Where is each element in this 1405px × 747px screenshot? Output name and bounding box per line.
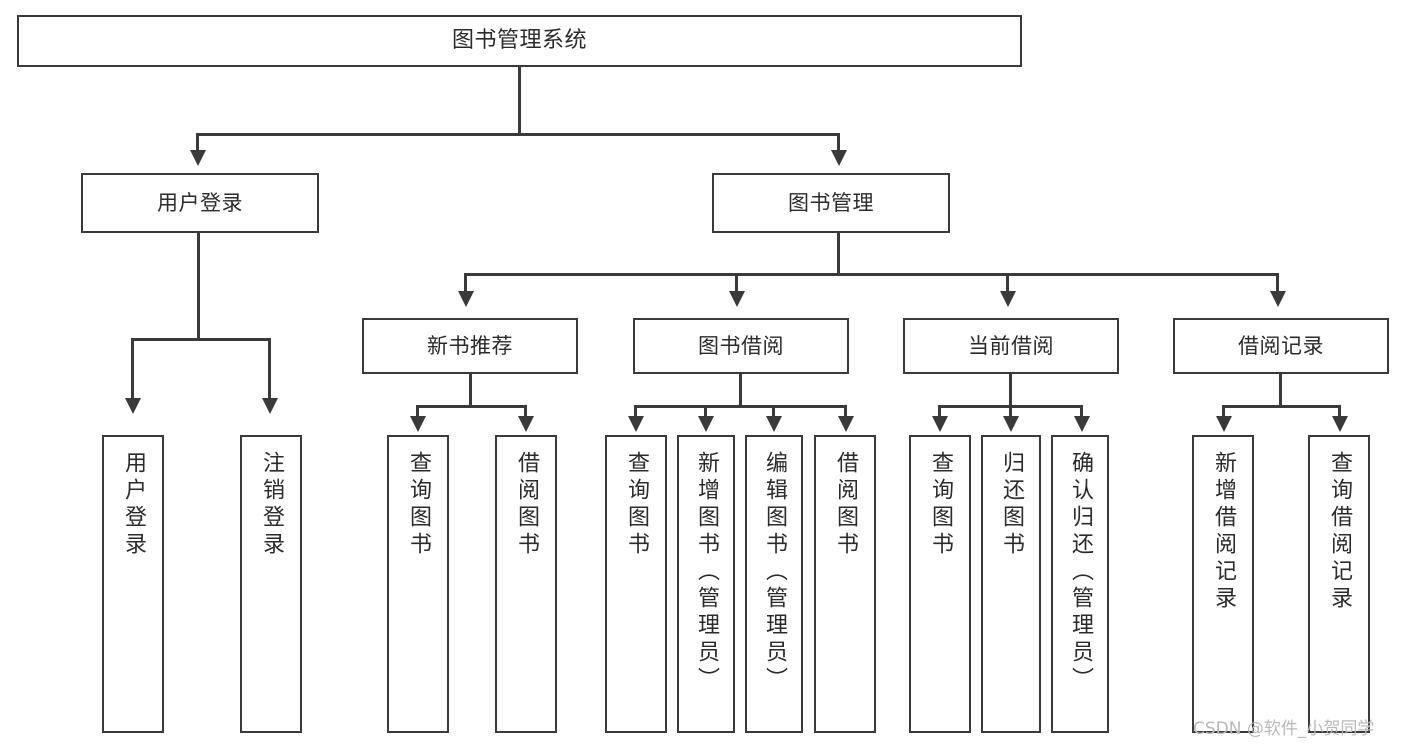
node-book-borrow[interactable]: 图书借阅 [633,318,849,374]
connector-bookmgmt-child-4 [1276,273,1279,294]
arrow-bookmgmt-child-2 [729,291,745,307]
connector-root-bus [196,133,840,136]
node-label: 确认归还（管理员） [1068,451,1093,694]
node-label: 新增借阅记录 [1211,451,1236,613]
leaf-borrowrecord-add-record[interactable]: 新增借阅记录 [1192,435,1254,733]
connector-userlogin-stem [197,232,200,340]
arrow-userlogin-child-1 [125,398,141,414]
node-label: 新增图书（管理员） [694,451,719,694]
connector-currentborrow-child-1 [938,405,941,419]
leaf-newbook-borrow-book[interactable]: 借阅图书 [495,435,557,733]
connector-userlogin-child-1 [131,338,134,400]
leaf-currentborrow-confirm-return-admin[interactable]: 确认归还（管理员） [1051,435,1109,733]
connector-bookborrow-stem [739,373,742,408]
connector-borrowrecord-bus [1222,405,1341,408]
arrow-borrowrecord-child-2 [1332,416,1348,432]
arrow-bookmgmt-child-3 [1000,291,1016,307]
connector-currentborrow-child-3 [1080,405,1083,419]
arrow-root-to-user-login [190,150,206,166]
leaf-currentborrow-query-book[interactable]: 查询图书 [909,435,971,733]
connector-currentborrow-stem [1009,373,1012,408]
node-label: 用户登录 [157,190,243,215]
leaf-user-login-signout[interactable]: 注销登录 [240,435,302,733]
node-borrow-record[interactable]: 借阅记录 [1173,318,1389,374]
node-label: 借阅图书 [514,451,539,559]
arrow-bookborrow-child-1 [628,416,644,432]
node-new-book-recommend[interactable]: 新书推荐 [362,318,578,374]
arrow-bookborrow-child-3 [766,416,782,432]
leaf-bookborrow-query-book[interactable]: 查询图书 [605,435,667,733]
arrow-newbook-child-2 [518,416,534,432]
node-current-borrow[interactable]: 当前借阅 [903,318,1119,374]
node-label: 图书借阅 [698,333,784,358]
node-user-login[interactable]: 用户登录 [81,173,319,233]
node-label: 编辑图书（管理员） [762,451,787,694]
node-label: 查询图书 [406,451,431,559]
arrow-root-to-book-mgmt [831,150,847,166]
node-book-management-system[interactable]: 图书管理系统 [17,15,1022,67]
connector-bookmgmt-child-3 [1006,273,1009,294]
arrow-bookborrow-child-4 [838,416,854,432]
arrow-newbook-child-1 [410,416,426,432]
node-label: 查询图书 [928,451,953,559]
node-label: 借阅图书 [833,451,858,559]
connector-bookborrow-child-1 [634,405,637,419]
connector-newbook-child-2 [524,405,527,419]
csdn-watermark: CSDN @软件_小贺同学 [1193,719,1375,739]
connector-newbook-bus [416,405,527,408]
connector-userlogin-bus [131,338,270,341]
connector-bookmgmt-child-1 [464,273,467,294]
arrow-userlogin-child-2 [262,398,278,414]
connector-root-to-user-login [196,133,199,154]
leaf-bookborrow-borrow-book[interactable]: 借阅图书 [814,435,876,733]
arrow-bookmgmt-child-1 [458,291,474,307]
leaf-user-login-signin[interactable]: 用户登录 [102,435,164,733]
arrow-currentborrow-child-2 [1003,416,1019,432]
connector-bookborrow-child-3 [772,405,775,419]
node-label: 新书推荐 [427,333,513,358]
leaf-bookborrow-edit-book-admin[interactable]: 编辑图书（管理员） [745,435,803,733]
arrow-borrowrecord-child-1 [1216,416,1232,432]
node-label: 归还图书 [999,451,1024,559]
connector-userlogin-child-2 [268,338,271,400]
arrow-currentborrow-child-1 [932,416,948,432]
node-label: 查询借阅记录 [1327,451,1352,613]
connector-borrowrecord-child-2 [1338,405,1341,419]
connector-bookborrow-bus [634,405,847,408]
leaf-newbook-query-book[interactable]: 查询图书 [387,435,449,733]
leaf-borrowrecord-query-record[interactable]: 查询借阅记录 [1308,435,1370,733]
connector-bookmgmt-bus [464,273,1278,276]
connector-newbook-stem [469,373,472,408]
connector-bookmgmt-child-2 [735,273,738,294]
connector-borrowrecord-child-1 [1222,405,1225,419]
node-label: 图书管理 [788,190,874,215]
leaf-bookborrow-add-book-admin[interactable]: 新增图书（管理员） [677,435,735,733]
connector-newbook-child-1 [416,405,419,419]
connector-root-to-book-mgmt [837,133,840,154]
arrow-currentborrow-child-3 [1074,416,1090,432]
leaf-currentborrow-return-book[interactable]: 归还图书 [981,435,1041,733]
node-book-management[interactable]: 图书管理 [712,173,950,233]
node-label: 图书管理系统 [451,28,587,54]
node-label: 借阅记录 [1238,333,1324,358]
node-label: 用户登录 [121,451,146,559]
arrow-bookborrow-child-2 [698,416,714,432]
node-label: 注销登录 [259,451,284,559]
arrow-bookmgmt-child-4 [1270,291,1286,307]
connector-root-stem [518,66,521,135]
node-label: 查询图书 [624,451,649,559]
connector-bookmgmt-stem [837,232,840,276]
connector-bookborrow-child-4 [844,405,847,419]
connector-borrowrecord-stem [1279,373,1282,408]
connector-currentborrow-child-2 [1009,405,1012,419]
node-label: 当前借阅 [968,333,1054,358]
connector-bookborrow-child-2 [704,405,707,419]
